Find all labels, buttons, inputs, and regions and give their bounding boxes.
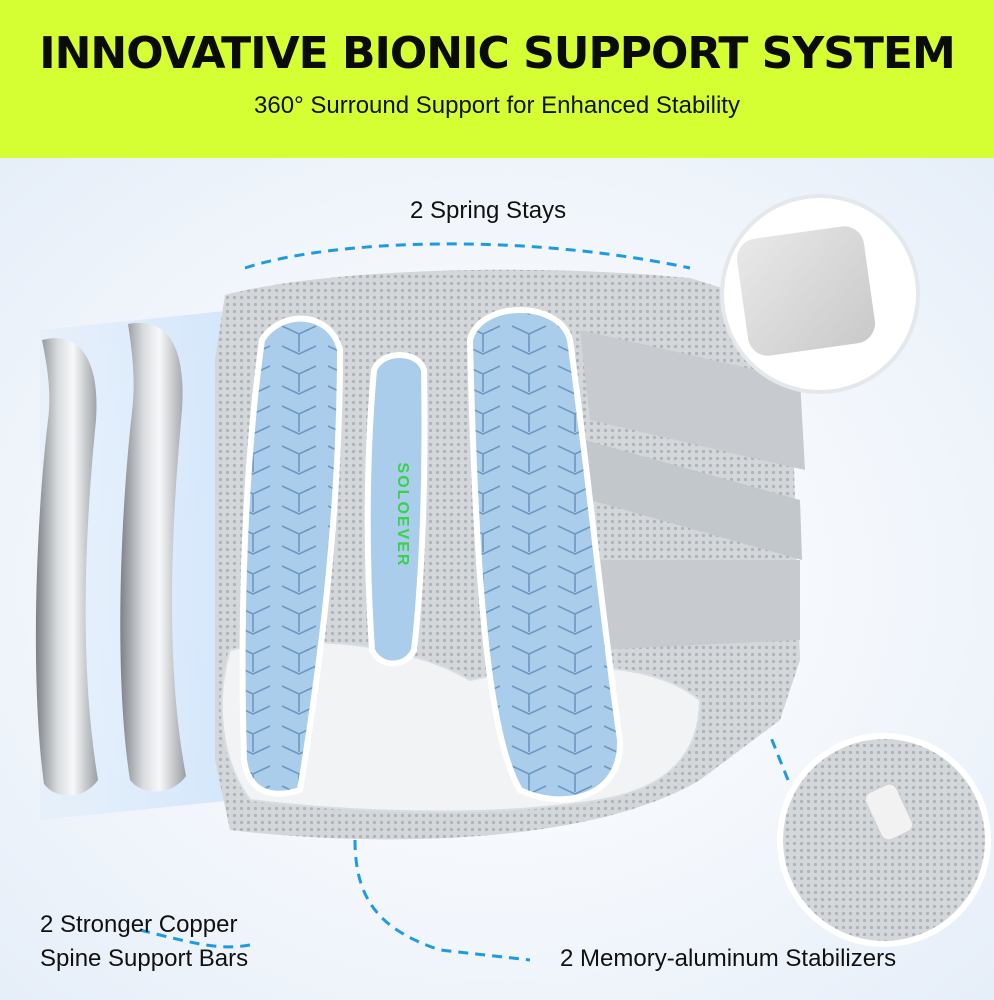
callout-line-copper-bars bbox=[139, 928, 251, 949]
pad-center bbox=[364, 352, 428, 667]
header-banner bbox=[0, 0, 994, 158]
page-subtitle: 360° Surround Support for Enhanced Stabi… bbox=[254, 92, 740, 119]
label-copper-bars-line1: 2 Stronger Copper bbox=[40, 911, 238, 938]
page-title: INNOVATIVE BIONIC SUPPORT SYSTEM bbox=[39, 28, 956, 79]
stabilizer-detail bbox=[864, 783, 914, 841]
callout-line-stabilizers bbox=[353, 839, 531, 962]
label-stabilizers: 2 Memory-aluminum Stabilizers bbox=[560, 945, 897, 972]
spring-stay-detail bbox=[737, 226, 875, 356]
callout-line-spring-stays bbox=[244, 242, 691, 270]
side-strap-lower bbox=[590, 560, 800, 650]
label-spring-stays: 2 Spring Stays bbox=[410, 197, 567, 224]
spine-bar-right bbox=[120, 322, 186, 792]
side-strap-upper bbox=[580, 330, 805, 470]
spine-bar-left bbox=[35, 338, 98, 796]
side-strap-middle bbox=[585, 440, 802, 560]
callout-line-stabilizer-side bbox=[768, 734, 790, 781]
pad-right bbox=[466, 307, 624, 803]
label-copper-bars-line2: Spine Support Bars bbox=[40, 945, 249, 972]
brand-logo: SOLOEVER bbox=[394, 463, 411, 568]
zoom-circle-stabilizer bbox=[777, 733, 991, 947]
pad-left bbox=[239, 315, 344, 797]
